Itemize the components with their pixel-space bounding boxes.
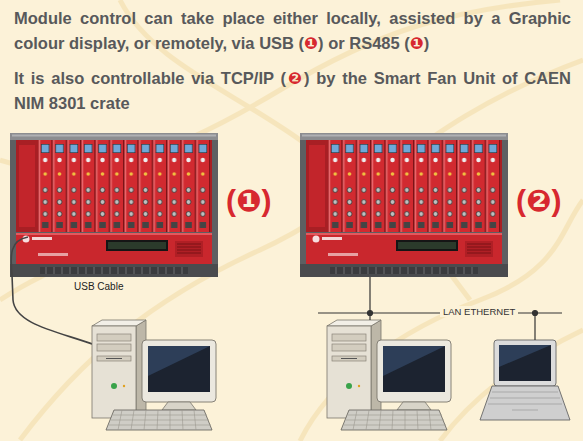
laptop-computer-part bbox=[480, 386, 570, 420]
callout-number: (❶) bbox=[226, 186, 271, 216]
text-run: USB Cable bbox=[74, 281, 123, 292]
callout-number: (❷) bbox=[516, 186, 561, 216]
ethernet-line-part bbox=[368, 311, 373, 316]
intro-text: Module control can take place either loc… bbox=[14, 6, 571, 56]
laptop-computer-part bbox=[499, 345, 551, 381]
text-run: ( bbox=[516, 184, 526, 217]
desktop-computer bbox=[327, 320, 451, 430]
text-run: It is also controllable via TCP/IP ( bbox=[14, 69, 286, 87]
text-run: ) bbox=[551, 184, 561, 217]
laptop-computer-part bbox=[488, 392, 562, 410]
cable-label: USB Cable bbox=[74, 281, 123, 293]
text-run: ) bbox=[424, 34, 430, 52]
laptop-computer bbox=[480, 340, 570, 420]
background-pattern-part bbox=[440, 330, 583, 441]
circled-number: ❶ bbox=[410, 34, 424, 53]
text-run: LAN ETHERNET bbox=[443, 306, 515, 317]
text-run: Module control can take place either loc… bbox=[14, 9, 571, 52]
text-run: ( bbox=[226, 184, 236, 217]
circled-number: ❶ bbox=[236, 183, 261, 218]
text-run: ) or RS485 ( bbox=[318, 34, 410, 52]
network-label: LAN ETHERNET bbox=[440, 306, 518, 317]
ethernet-line-part bbox=[534, 313, 535, 340]
laptop-computer-part bbox=[499, 345, 551, 367]
circled-number: ❷ bbox=[526, 183, 551, 218]
circled-number: ❷ bbox=[286, 69, 304, 88]
ethernet-line bbox=[318, 277, 562, 340]
nim-crate bbox=[300, 133, 508, 277]
text-run: ) bbox=[261, 184, 271, 217]
nim-crate bbox=[10, 133, 218, 277]
laptop-computer-part bbox=[494, 340, 556, 386]
ethernet-line-part bbox=[533, 311, 538, 316]
circled-number: ❶ bbox=[304, 34, 318, 53]
desktop-computer bbox=[92, 320, 216, 430]
intro-text: It is also controllable via TCP/IP (❷) b… bbox=[14, 66, 571, 116]
